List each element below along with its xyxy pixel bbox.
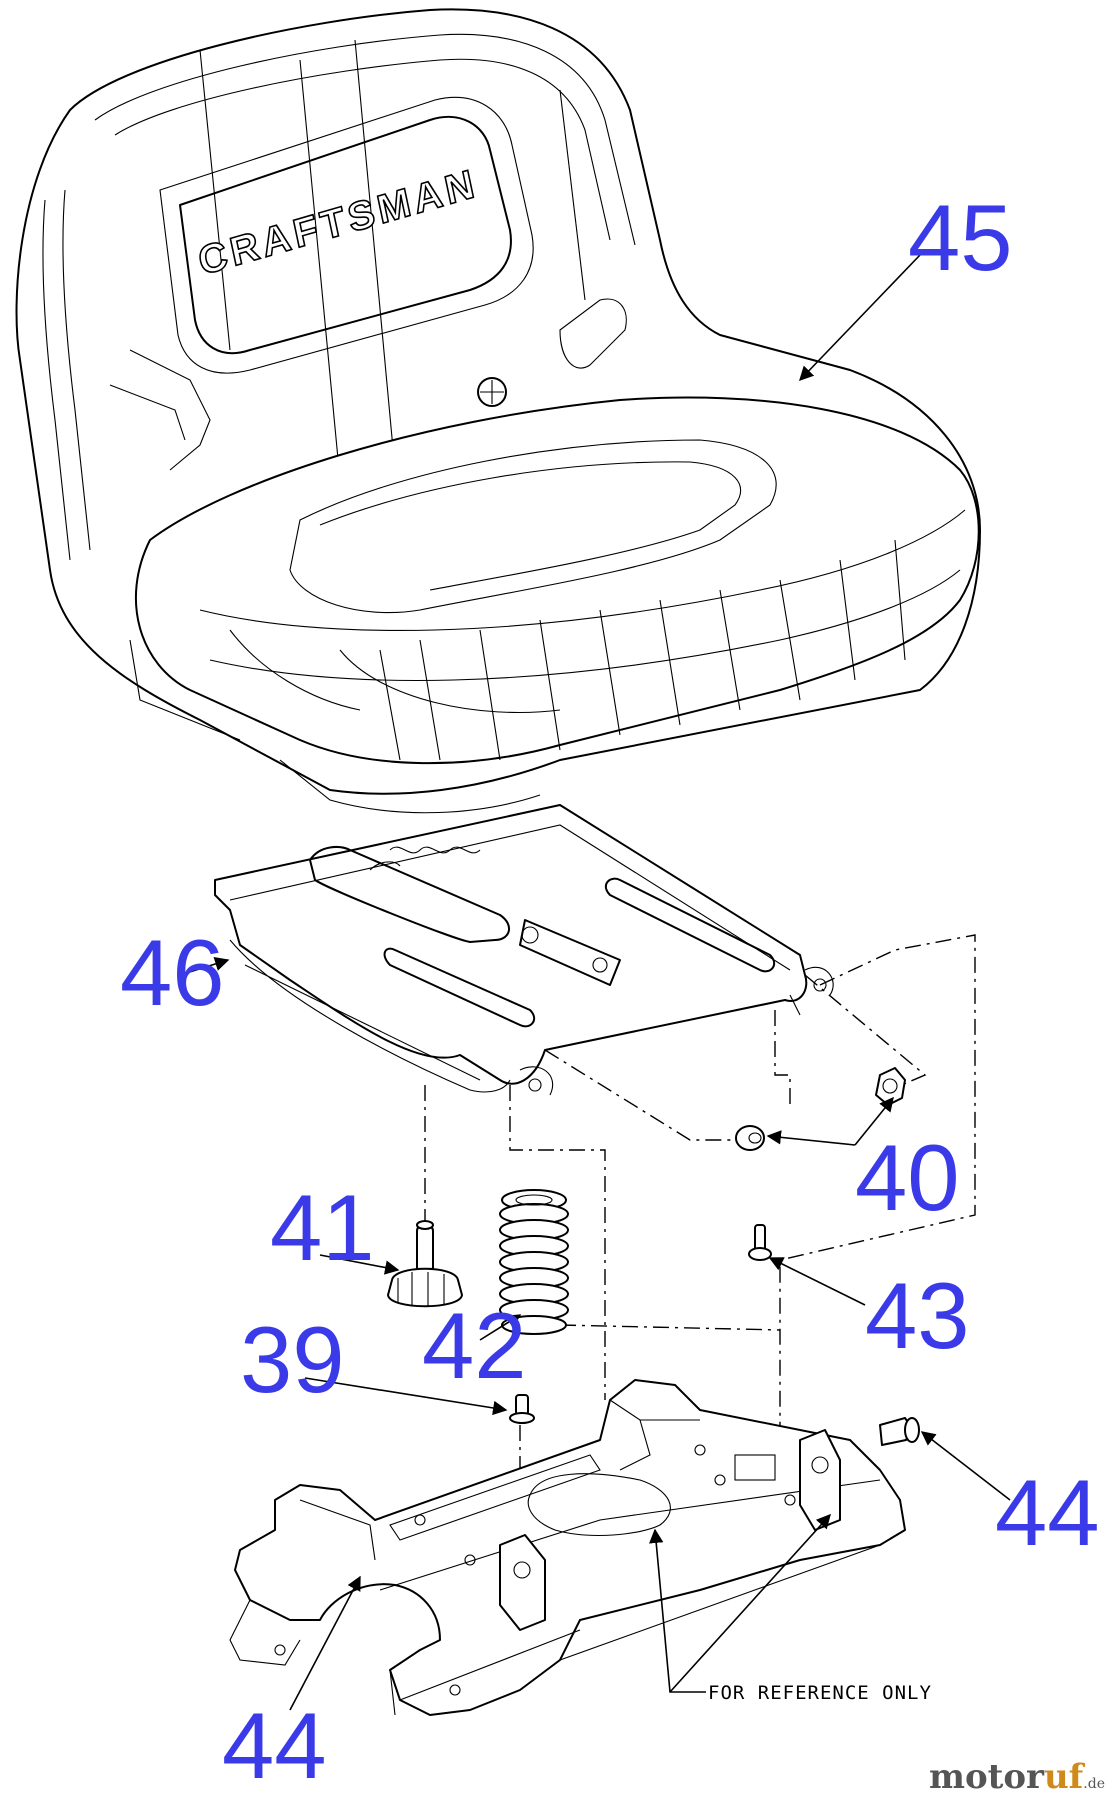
- leader-reference-b: [669, 1513, 831, 1693]
- leader-39: [304, 1377, 508, 1416]
- callout-46: 46: [120, 920, 225, 1025]
- callout-44-right: 44: [995, 1460, 1100, 1565]
- seat-assembly: CRAFTSMAN: [15, 8, 981, 814]
- seat-pan-assembly: [214, 804, 834, 1096]
- callout-39: 39: [240, 1307, 345, 1412]
- leader-43: [768, 1257, 866, 1306]
- callout-44-left: 44: [222, 1693, 327, 1798]
- centerlines: [424, 934, 976, 1495]
- watermark-text: motoruf.de: [929, 1757, 1105, 1797]
- callout-42: 42: [422, 1293, 527, 1398]
- adjuster-knob-part: [387, 1220, 463, 1308]
- brand-emblem-panel: [179, 115, 512, 355]
- leader-40a: [766, 1130, 856, 1146]
- reference-note: FOR REFERENCE ONLY: [708, 1682, 932, 1704]
- pan-lug-right: [813, 978, 827, 992]
- screw-part: [509, 1394, 535, 1424]
- mount-bracket: [229, 1379, 906, 1716]
- leader-44-right: [920, 1431, 1011, 1501]
- pan-lug-left: [528, 1078, 542, 1092]
- flange-nut-icon: [875, 1067, 906, 1106]
- seat-pan: [214, 804, 808, 1085]
- mount-bracket-base: [234, 1379, 906, 1716]
- seat-cushion: [135, 396, 980, 765]
- leader-40b: [854, 1096, 894, 1146]
- callout-41: 41: [270, 1175, 375, 1280]
- callout-43: 43: [865, 1263, 970, 1368]
- leader-42: [479, 1314, 522, 1341]
- callout-40: 40: [855, 1125, 960, 1230]
- stud-part: [748, 1224, 772, 1261]
- callout-45: 45: [908, 185, 1013, 290]
- watermark: motoruf.de: [929, 1757, 1105, 1797]
- leader-lines: [179, 254, 1011, 1711]
- leader-44-left: [289, 1575, 361, 1711]
- leader-46: [179, 956, 230, 976]
- leader-45: [799, 254, 921, 382]
- leader-41: [319, 1254, 400, 1275]
- washer-icon: [735, 1125, 765, 1151]
- callout-numbers: 45 46 40 41 42 43 39 44 44: [120, 185, 1100, 1798]
- nut-washer-parts: [735, 1067, 906, 1151]
